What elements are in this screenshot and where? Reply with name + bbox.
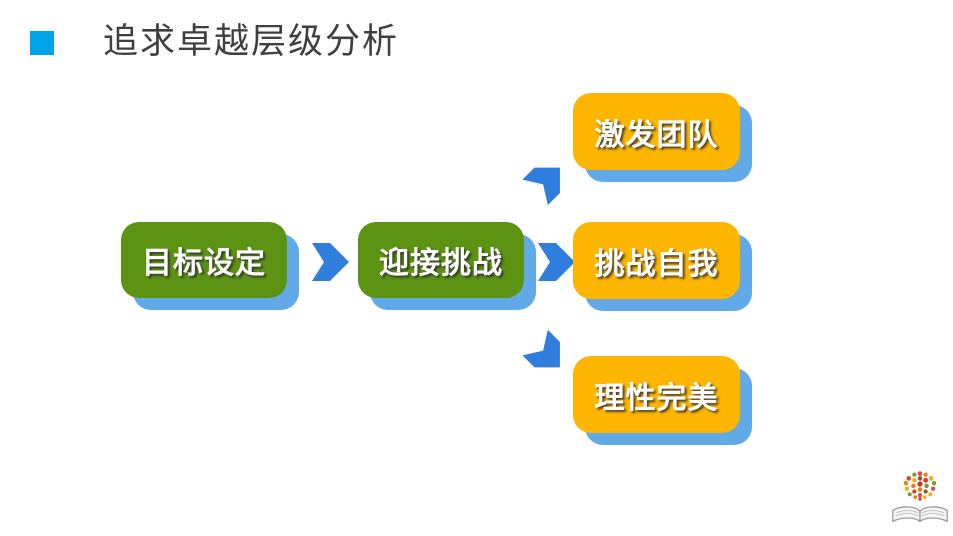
page-title: 追求卓越层级分析 bbox=[103, 22, 400, 61]
flow-box-inspire-team: 激发团队 bbox=[573, 93, 740, 170]
flow-box-label: 目标设定 bbox=[142, 247, 266, 280]
open-book-with-dot-sphere-icon bbox=[890, 468, 950, 530]
flow-box-label: 理性完美 bbox=[594, 381, 719, 415]
flow-box-challenge-self: 挑战自我 bbox=[573, 222, 740, 299]
arrow-right-icon bbox=[538, 243, 575, 281]
flow-box-label: 挑战自我 bbox=[594, 247, 719, 281]
flow-box-meet-challenge: 迎接挑战 bbox=[358, 222, 524, 298]
flow-box-label: 迎接挑战 bbox=[379, 247, 503, 280]
flow-box-goal-setting: 目标设定 bbox=[121, 222, 287, 298]
arrow-down-right-icon bbox=[522, 329, 572, 380]
title-bullet-square-icon bbox=[30, 31, 54, 55]
flow-box-rational-perfection: 理性完美 bbox=[573, 356, 740, 433]
flow-box-label: 激发团队 bbox=[594, 118, 719, 152]
arrow-up-right-icon bbox=[522, 155, 572, 206]
arrow-right-icon bbox=[312, 243, 349, 281]
